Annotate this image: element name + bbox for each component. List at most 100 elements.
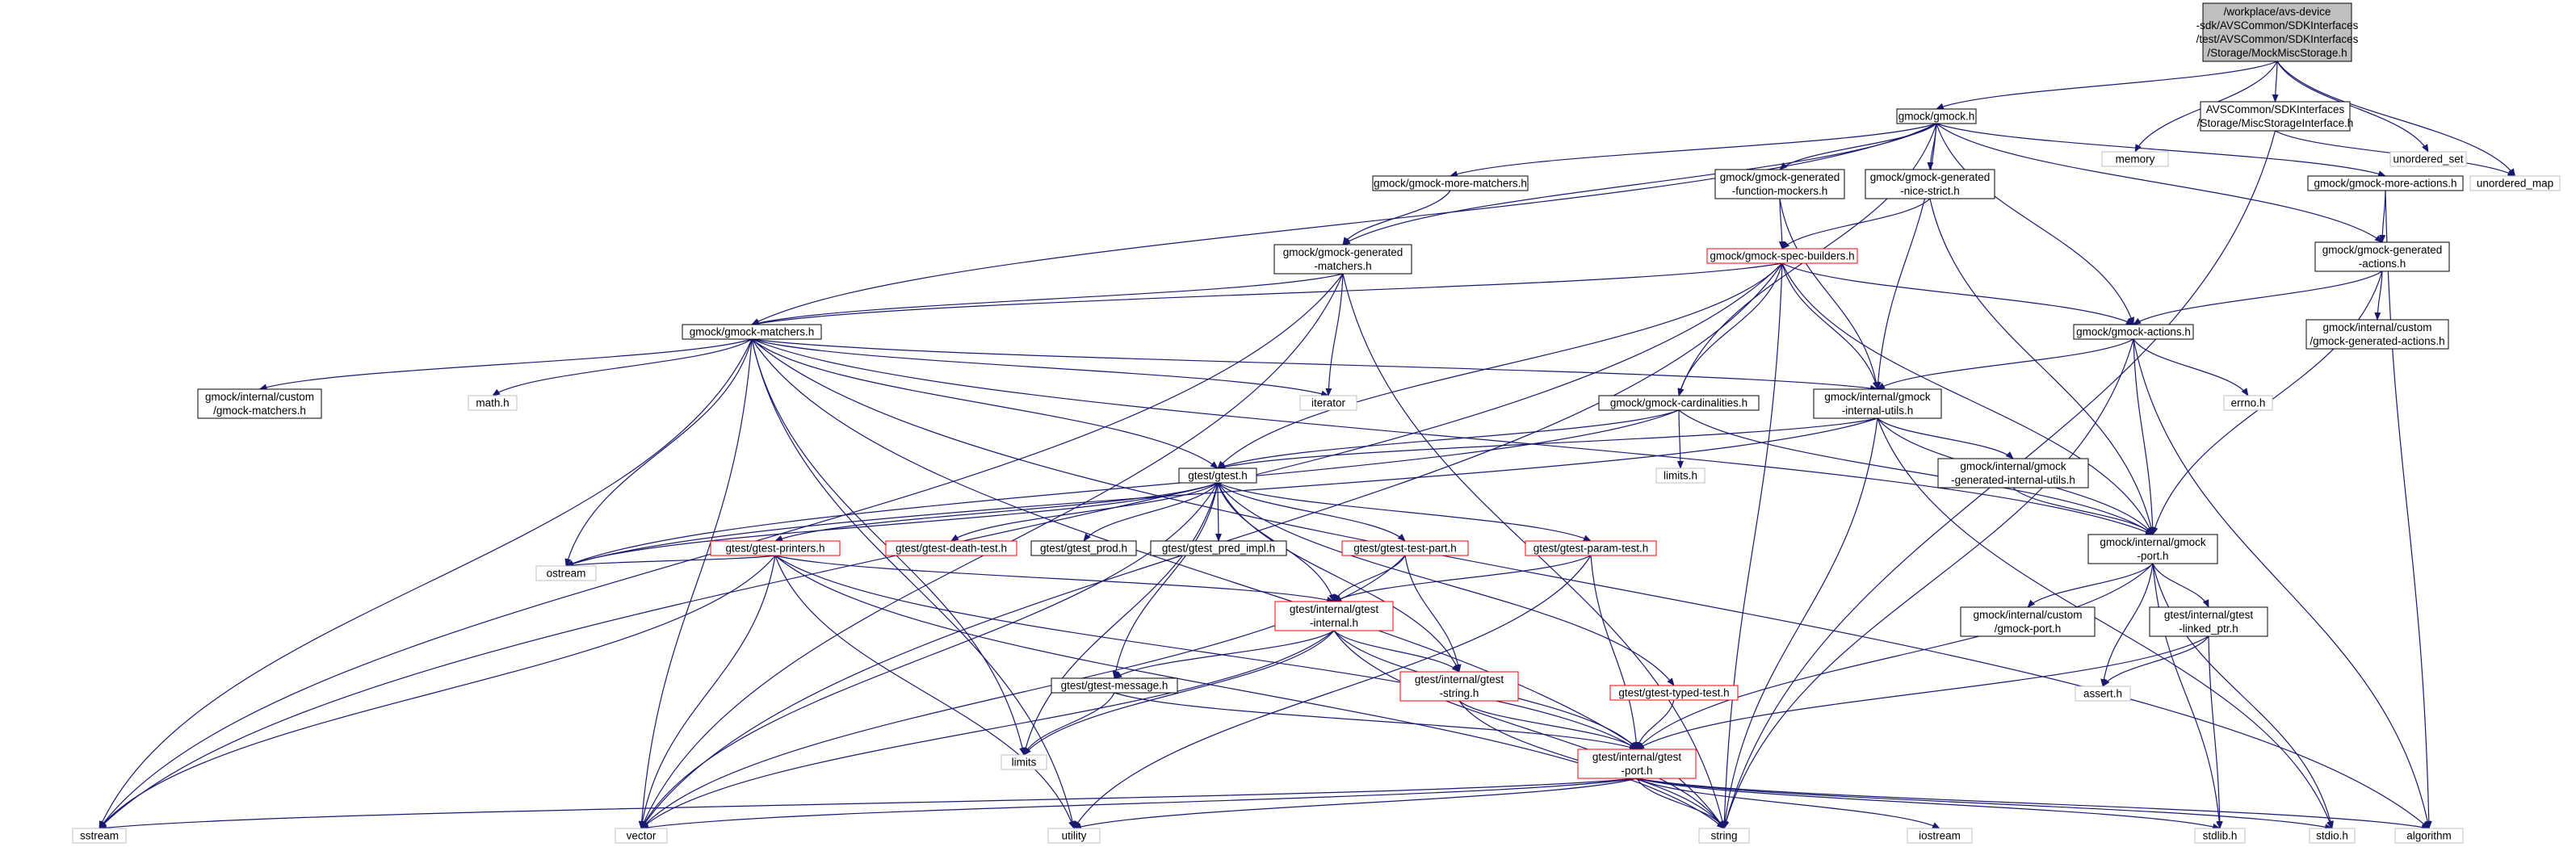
node-gtest_port[interactable]: gtest/internal/gtest-port.h — [1577, 748, 1697, 779]
node-custom_matchers[interactable]: gmock/internal/custom/gmock-matchers.h — [197, 388, 322, 419]
edge-cardinalities-to-limits_h — [1676, 409, 1684, 469]
node-box-gen_fn_mockers — [1714, 169, 1845, 199]
node-label-line: gmock/internal/gmock — [1824, 391, 1931, 403]
edge-gtest-to-test_part — [1217, 482, 1406, 542]
node-miscstorage[interactable]: AVSCommon/SDKInterfaces/Storage/MiscStor… — [2197, 101, 2354, 132]
node-label-line: -sdk/AVSCommon/SDKInterfaces — [2196, 19, 2359, 31]
node-box-cardinalities — [1598, 395, 1760, 411]
edge-gtest-to-death_test — [950, 482, 1219, 542]
node-death_test[interactable]: gtest/gtest-death-test.h — [885, 540, 1017, 556]
node-gmock_port[interactable]: gmock/internal/gmock-port.h — [2087, 534, 2218, 564]
edge-matchers-to-algorithm — [751, 338, 2430, 829]
edge-linked_ptr-to-gtest_port — [1636, 635, 2209, 750]
edge-gtest_port-to-stdlib — [1636, 778, 2221, 830]
node-label-line: gmock/internal/custom — [205, 391, 314, 403]
node-gen_fn_mockers[interactable]: gmock/gmock-generated-function-mockers.h — [1714, 169, 1845, 199]
edge-gtest-to-gtest_string — [1217, 482, 1460, 673]
node-gen_internal_utils[interactable]: gmock/internal/gmock-generated-internal-… — [1937, 458, 2089, 488]
node-gtest_prod[interactable]: gtest/gtest_prod.h — [1030, 540, 1137, 556]
node-internal_utils[interactable]: gmock/internal/gmock-internal-utils.h — [1813, 388, 1942, 419]
edge-test_part-to-gtest_internal — [1333, 555, 1406, 602]
node-box-actions — [2073, 324, 2194, 340]
node-stdio: stdio.h — [2309, 828, 2356, 844]
edge-internal_utils-to-gtest — [1217, 417, 1878, 470]
edge-gtest_internal-to-string — [1333, 630, 1725, 829]
node-box-stdlib — [2194, 828, 2246, 844]
edge-actions-to-internal_utils — [1877, 338, 2134, 390]
node-label-line: gtest/gtest_pred_impl.h — [1162, 543, 1275, 555]
edge-gtest_port-to-algorithm — [1636, 778, 2430, 831]
node-label-line: -nice-strict.h — [1900, 185, 1960, 197]
node-gen_matchers[interactable]: gmock/gmock-generated-matchers.h — [1273, 244, 1412, 275]
edge-gen_matchers-to-matchers — [751, 273, 1344, 326]
edges-layer — [99, 61, 2516, 832]
node-root[interactable]: /workplace/avs-device-sdk/AVSCommon/SDKI… — [2196, 2, 2359, 62]
node-actions[interactable]: gmock/gmock-actions.h — [2073, 324, 2194, 340]
node-more_matchers[interactable]: gmock/gmock-more-matchers.h — [1372, 175, 1529, 191]
node-gmock[interactable]: gmock/gmock.h — [1896, 108, 1977, 124]
edge-actions-to-algorithm — [2133, 338, 2431, 829]
node-gtest_internal[interactable]: gtest/internal/gtest-internal.h — [1274, 601, 1394, 631]
node-spec_builders[interactable]: gmock/gmock-spec-builders.h — [1706, 248, 1858, 264]
edge-cardinalities-to-ostream — [565, 409, 1680, 567]
node-gen_actions[interactable]: gmock/gmock-generated-actions.h — [2314, 241, 2450, 272]
edge-more_actions-to-gen_actions — [2379, 190, 2386, 243]
node-box-gtest_string — [1399, 671, 1519, 702]
node-box-custom_port — [1960, 606, 2096, 637]
node-custom_port[interactable]: gmock/internal/custom/gmock-port.h — [1960, 606, 2096, 637]
edge-root-to-unordered_map — [2276, 61, 2516, 177]
edge-matchers-to-iterator — [751, 338, 1329, 397]
edge-gtest-to-vector — [640, 482, 1219, 829]
edge-gen_actions-to-actions — [2133, 270, 2383, 325]
edge-more_actions-to-algorithm — [2385, 190, 2432, 829]
edge-linked_ptr-to-stdlib — [2208, 635, 2223, 829]
node-box-death_test — [885, 540, 1017, 556]
node-label-line: -internal.h — [1310, 617, 1358, 629]
node-label-line: utility — [1062, 830, 1087, 842]
node-label-line: gmock/internal/gmock — [1960, 460, 2066, 472]
node-box-errno — [2223, 395, 2273, 411]
node-box-iostream — [1907, 828, 1973, 844]
edge-gtest-to-ostream — [565, 482, 1219, 567]
node-iostream: iostream — [1907, 828, 1973, 844]
edge-gmock-to-more_actions — [1936, 123, 2386, 177]
node-label-line: gtest/gtest-test-part.h — [1353, 543, 1457, 555]
node-box-gtest_port — [1577, 748, 1697, 779]
node-printers[interactable]: gtest/gtest-printers.h — [710, 540, 841, 556]
node-custom_gen_actions[interactable]: gmock/internal/custom/gmock-generated-ac… — [2305, 319, 2449, 350]
node-pred_impl[interactable]: gtest/gtest_pred_impl.h — [1150, 540, 1287, 556]
node-gtest[interactable]: gtest/gtest.h — [1178, 468, 1257, 484]
node-label-line: algorithm — [2406, 830, 2452, 842]
node-box-sstream — [72, 828, 127, 844]
edge-internal_utils-to-string — [1722, 417, 1878, 829]
node-label-line: vector — [627, 830, 657, 842]
node-param_test[interactable]: gtest/gtest-param-test.h — [1525, 540, 1657, 556]
node-box-custom_matchers — [197, 388, 322, 419]
edge-gtest_port-to-utility — [1073, 778, 1638, 830]
node-test_part[interactable]: gtest/gtest-test-part.h — [1341, 540, 1469, 556]
node-label-line: gtest/gtest-typed-test.h — [1618, 687, 1729, 699]
node-typed_test[interactable]: gtest/gtest-typed-test.h — [1609, 685, 1739, 701]
node-box-ostream — [535, 565, 597, 581]
edge-cardinalities-to-gtest — [1217, 409, 1680, 469]
node-vector: vector — [615, 828, 668, 844]
edge-gmock_port-to-custom_port — [2027, 563, 2154, 608]
edge-gmock-to-actions — [1936, 123, 2134, 325]
edge-message-to-limits — [1023, 692, 1115, 756]
node-label-line: unordered_set — [2393, 153, 2463, 166]
edge-root-to-gmock — [1936, 61, 2278, 110]
node-matchers[interactable]: gmock/gmock-matchers.h — [682, 324, 822, 340]
node-message[interactable]: gtest/gtest-message.h — [1051, 677, 1178, 694]
node-label-line: /workplace/avs-device — [2224, 6, 2331, 18]
edge-actions-to-string — [1722, 338, 2134, 829]
edge-matchers-to-utility — [751, 338, 1076, 829]
node-gen_nice_strict[interactable]: gmock/gmock-generated-nice-strict.h — [1865, 169, 1995, 199]
edge-gtest_internal-to-message — [1114, 630, 1335, 679]
node-gtest_string[interactable]: gtest/internal/gtest-string.h — [1399, 671, 1519, 702]
node-label-line: sstream — [80, 830, 119, 842]
node-cardinalities[interactable]: gmock/gmock-cardinalities.h — [1598, 395, 1760, 411]
edge-matchers-to-custom_matchers — [258, 338, 753, 391]
node-linked_ptr[interactable]: gtest/internal/gtest-linked_ptr.h — [2149, 606, 2268, 637]
edge-matchers-to-internal_utils — [751, 338, 1878, 392]
node-more_actions[interactable]: gmock/gmock-more-actions.h — [2307, 175, 2464, 191]
